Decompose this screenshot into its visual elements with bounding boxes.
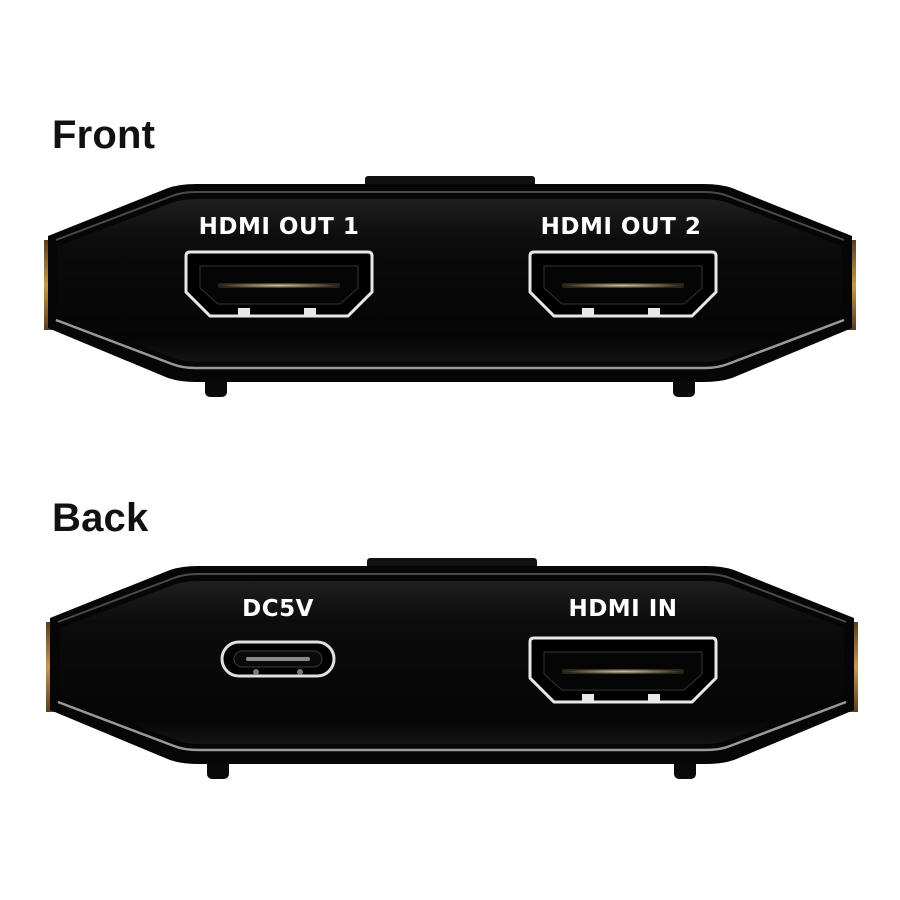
port-label-hdmi-out-2: HDMI OUT 2 (540, 214, 702, 240)
bottom-trim (57, 700, 847, 752)
port-label-hdmi-out-1: HDMI OUT 1 (198, 214, 360, 240)
hdmi-port-icon (184, 250, 374, 318)
back-panel: DC5V HDMI IN (0, 552, 900, 792)
hdmi-port-icon (528, 636, 718, 704)
port-label-hdmi-in: HDMI IN (568, 596, 678, 622)
hdmi-port-icon (528, 250, 718, 318)
port-label-dc5v: DC5V (242, 596, 314, 622)
front-face (58, 199, 842, 362)
back-face (60, 581, 844, 744)
front-panel: HDMI OUT 1 HDMI OUT 2 (0, 170, 900, 410)
rim-highlight (55, 191, 845, 241)
front-section-label: Front (52, 113, 156, 157)
bottom-trim (55, 318, 845, 370)
usb-c-port-icon (220, 640, 336, 678)
back-section-label: Back (52, 496, 149, 540)
rim-highlight (57, 573, 847, 623)
device-body (46, 558, 858, 779)
device-body (44, 176, 856, 397)
